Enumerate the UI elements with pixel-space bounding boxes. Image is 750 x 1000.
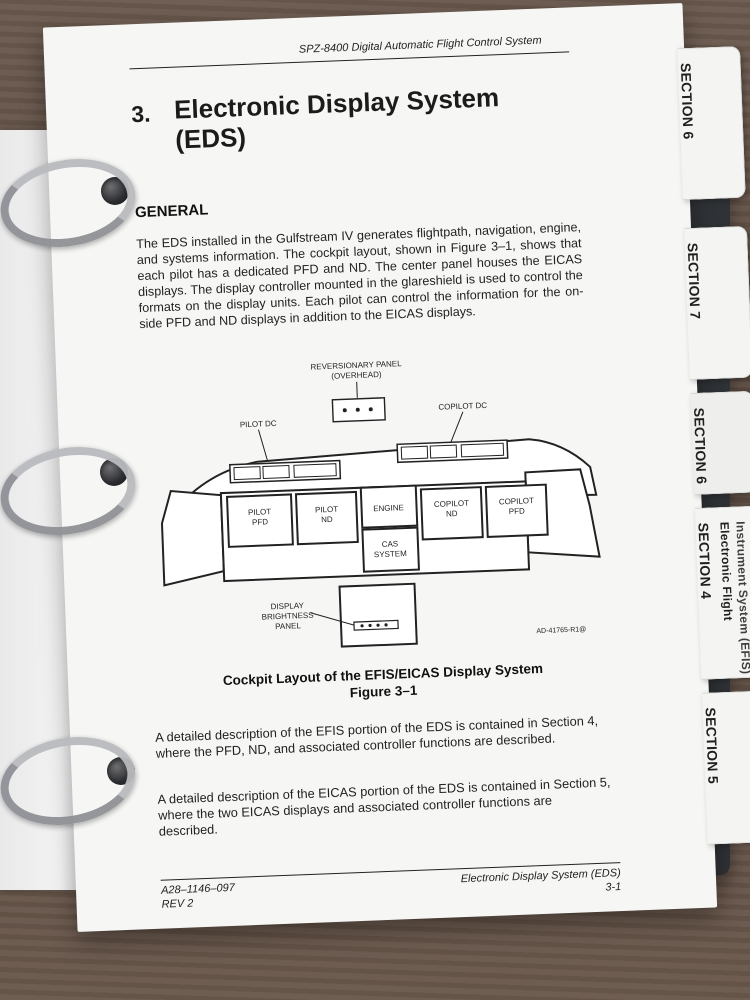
pilot-pfd-label-line-1: PILOT — [248, 507, 272, 517]
copilot-nd-label-line-1: COPILOT — [434, 499, 470, 509]
tab-section-6-partial-label: SECTION 6 — [690, 407, 710, 485]
running-header: SPZ-8400 Digital Automatic Flight Contro… — [298, 34, 542, 56]
cas-label-line-1: CAS — [382, 539, 399, 549]
tab-section-6[interactable]: SECTION 6 — [677, 45, 746, 201]
reversionary-panel-label-line-2: (OVERHEAD) — [331, 370, 382, 381]
display-brightness-pedestal — [338, 582, 418, 648]
reversionary-knob — [342, 408, 347, 413]
pilot-nd-label-line-2: ND — [321, 515, 333, 524]
reversionary-knob — [368, 407, 373, 412]
engine-display-box — [359, 484, 419, 529]
left-panel-outline — [160, 489, 225, 587]
section-heading-general: GENERAL — [134, 201, 209, 222]
tab-section-6-label: SECTION 6 — [677, 62, 697, 140]
tab-section-4-subtitle-line-2: Instrument System (EFIS) — [733, 520, 750, 675]
pilot-dc-keypad — [293, 463, 337, 478]
efis-description-paragraph: A detailed description of the EFIS porti… — [154, 712, 599, 761]
copilot-nd-label-line-2: ND — [446, 509, 458, 518]
eicas-description-paragraph: A detailed description of the EICAS port… — [157, 774, 611, 839]
tab-section-5-label: SECTION 5 — [702, 707, 722, 785]
copilot-pfd-label-line-1: COPILOT — [499, 496, 535, 506]
general-paragraph: The EDS installed in the Gulfstream IV g… — [135, 220, 584, 332]
pilot-display-controller — [229, 459, 342, 484]
reversionary-panel-label: REVERSIONARY PANEL (OVERHEAD) — [310, 359, 402, 381]
pilot-pfd-label-line-2: PFD — [252, 517, 269, 527]
brightness-knob — [376, 623, 380, 627]
copilot-pfd-label-line-2: PFD — [509, 506, 526, 516]
reversionary-knob — [355, 407, 360, 412]
engine-label: ENGINE — [373, 503, 404, 513]
footer-document-id: A28–1146–097 REV 2 — [160, 881, 236, 911]
copilot-dc-keypad — [460, 442, 505, 458]
copilot-dc-keypad — [400, 445, 429, 460]
tab-section-6-partial[interactable]: SECTION 6 — [690, 390, 750, 495]
manual-page: SECTION 6 SECTION 7 SECTION 6 SECTION 4 … — [42, 3, 750, 932]
tab-section-5[interactable]: SECTION 5 — [701, 690, 750, 845]
pilot-dc-leader-line — [257, 429, 269, 462]
figure-reference-number: AD-41765-R1@ — [536, 626, 586, 635]
tab-section-7-label: SECTION 7 — [684, 242, 704, 320]
cas-system-box — [361, 526, 420, 573]
pilot-dc-keypad — [233, 466, 261, 481]
cockpit-layout-diagram: REVERSIONARY PANEL (OVERHEAD) PILOT DC C… — [160, 359, 601, 648]
binder-hole — [101, 177, 129, 205]
cas-label-line-2: SYSTEM — [374, 549, 408, 559]
binder-hole — [107, 757, 135, 785]
brightness-knob — [368, 623, 372, 628]
tab-section-4[interactable]: SECTION 4 Electronic Flight Instrument S… — [694, 505, 750, 680]
pilot-nd-label-line-1: PILOT — [315, 505, 339, 515]
pilot-nd-box — [294, 490, 359, 546]
copilot-nd-box — [419, 486, 484, 541]
pilot-pfd-box — [225, 493, 294, 548]
reversionary-leader-line — [356, 381, 358, 398]
tab-section-7[interactable]: SECTION 7 — [684, 225, 750, 381]
footer-page-title: Electronic Display System (EDS) 3-1 — [460, 867, 622, 894]
pilot-dc-label: PILOT DC — [240, 419, 277, 429]
brightness-knob — [384, 623, 388, 627]
copilot-display-controller — [396, 439, 509, 464]
copilot-dc-leader-line — [448, 411, 464, 447]
tab-section-4-label: SECTION 4 — [695, 522, 715, 600]
copilot-dc-label: COPILOT DC — [438, 401, 487, 412]
pilot-dc-keypad — [262, 464, 290, 480]
header-rule — [129, 51, 570, 70]
binder-hole — [100, 458, 128, 486]
display-brightness-label-line-1: DISPLAY — [270, 601, 304, 611]
display-brightness-label: DISPLAY BRIGHTNESS PANEL — [261, 601, 313, 631]
reversionary-panel-label-line-1: REVERSIONARY PANEL — [310, 359, 402, 372]
brightness-knob — [360, 624, 364, 628]
chapter-number: 3. — [130, 100, 151, 128]
display-brightness-label-line-3: PANEL — [275, 621, 302, 631]
copilot-dc-keypad — [429, 444, 458, 459]
display-brightness-label-line-2: BRIGHTNESS — [261, 611, 313, 622]
figure-caption: Cockpit Layout of the EFIS/EICAS Display… — [203, 659, 564, 707]
tab-section-4-subtitle-line-1: Electronic Flight — [717, 521, 736, 622]
display-brightness-panel — [353, 619, 399, 631]
copilot-pfd-box — [484, 483, 549, 538]
display-brightness-leader-line — [310, 612, 355, 626]
chapter-title: Electronic Display System (EDS) — [173, 82, 500, 155]
